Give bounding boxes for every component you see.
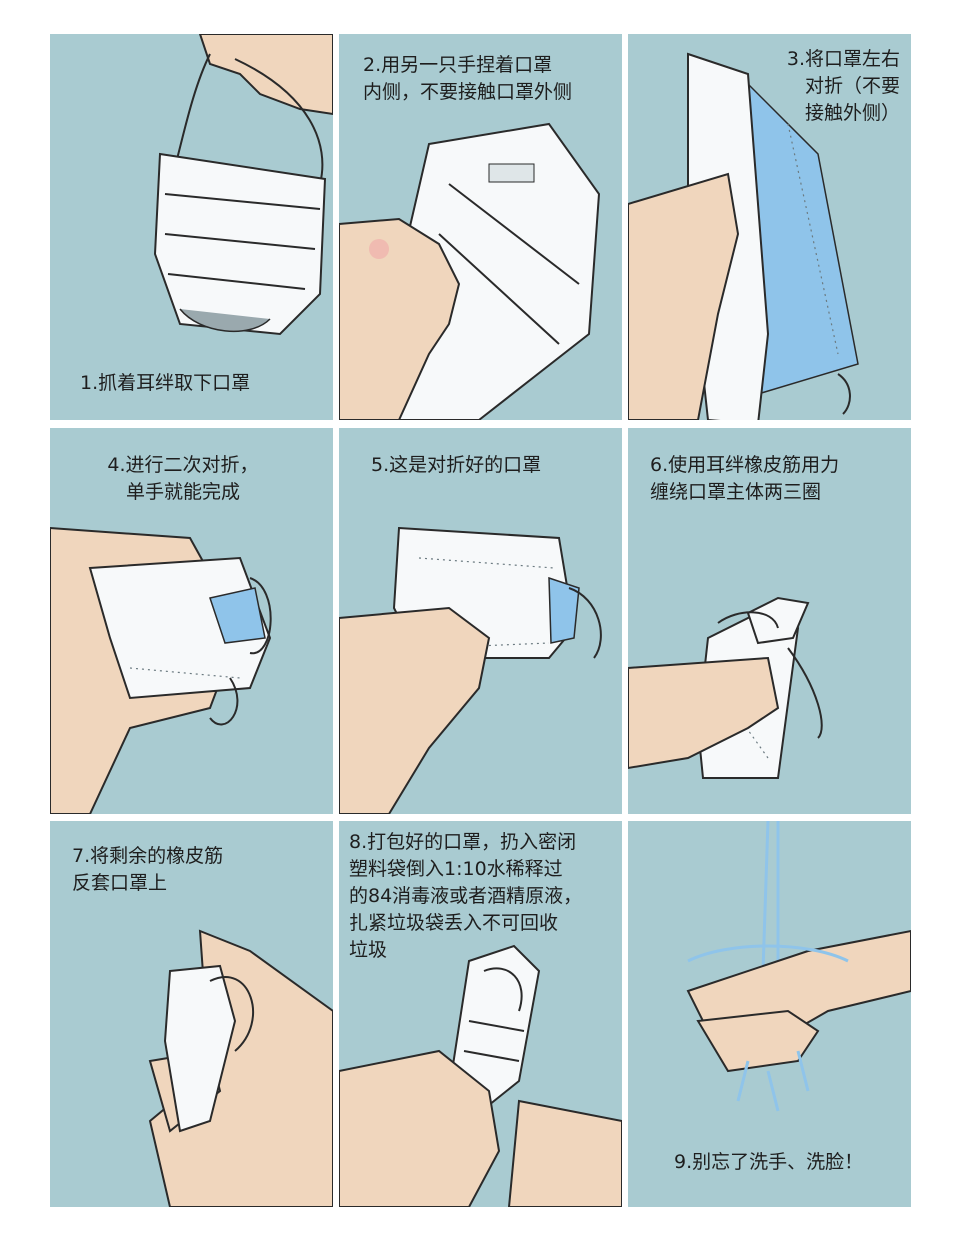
- step-panel-4: 4.进行二次对折， 单手就能完成: [50, 428, 333, 814]
- step-panel-5: 5.这是对折好的口罩: [339, 428, 622, 814]
- step-panel-3: 3.将口罩左右 对折（不要 接触外侧）: [628, 34, 911, 420]
- fingers-pinching-mask-illustration: [339, 122, 601, 420]
- step-panel-8: 8.打包好的口罩，扔入密闭 塑料袋倒入1:10水稀释过 的84消毒液或者酒精原液…: [339, 821, 622, 1207]
- step-panel-9: 9.别忘了洗手、洗脸！: [628, 821, 911, 1207]
- step-7-caption: 7.将剩余的橡皮筋 反套口罩上: [72, 845, 224, 894]
- hand-folding-mask-illustration: [50, 526, 272, 814]
- step-6-caption: 6.使用耳绊橡皮筋用力 缠绕口罩主体两三圈: [650, 454, 840, 503]
- folded-mask-in-hand-illustration: [339, 526, 602, 814]
- step-3-caption: 3.将口罩左右 对折（不要 接触外侧）: [786, 48, 900, 124]
- step-4-caption: 4.进行二次对折， 单手就能完成: [107, 454, 259, 503]
- step-panel-2: 2.用另一只手捏着口罩 内侧，不要接触口罩外侧: [339, 34, 622, 420]
- washing-hands-illustration: [686, 821, 911, 1112]
- step-panel-7: 7.将剩余的橡皮筋 反套口罩上: [50, 821, 333, 1207]
- mask-folded-in-half-illustration: [628, 52, 859, 420]
- step-8-caption: 8.打包好的口罩，扔入密闭 塑料袋倒入1:10水稀释过 的84消毒液或者酒精原液…: [349, 831, 583, 961]
- step-9-caption: 9.别忘了洗手、洗脸！: [674, 1151, 864, 1173]
- step-panel-6: 6.使用耳绊橡皮筋用力 缠绕口罩主体两三圈: [628, 428, 911, 814]
- step-5-caption: 5.这是对折好的口罩: [371, 454, 542, 476]
- step-2-caption: 2.用另一只手捏着口罩 内侧，不要接触口罩外侧: [363, 54, 573, 103]
- step-panel-1: 1.抓着耳绊取下口罩: [50, 34, 333, 420]
- hand-holding-mask-illustration: [153, 34, 333, 336]
- looping-band-illustration: [148, 929, 333, 1207]
- step-1-caption: 1.抓着耳绊取下口罩: [80, 372, 251, 394]
- bundled-mask-illustration: [339, 944, 622, 1207]
- wrapping-ear-loop-illustration: [628, 596, 823, 779]
- cropped-title-remnant: [70, 0, 350, 2]
